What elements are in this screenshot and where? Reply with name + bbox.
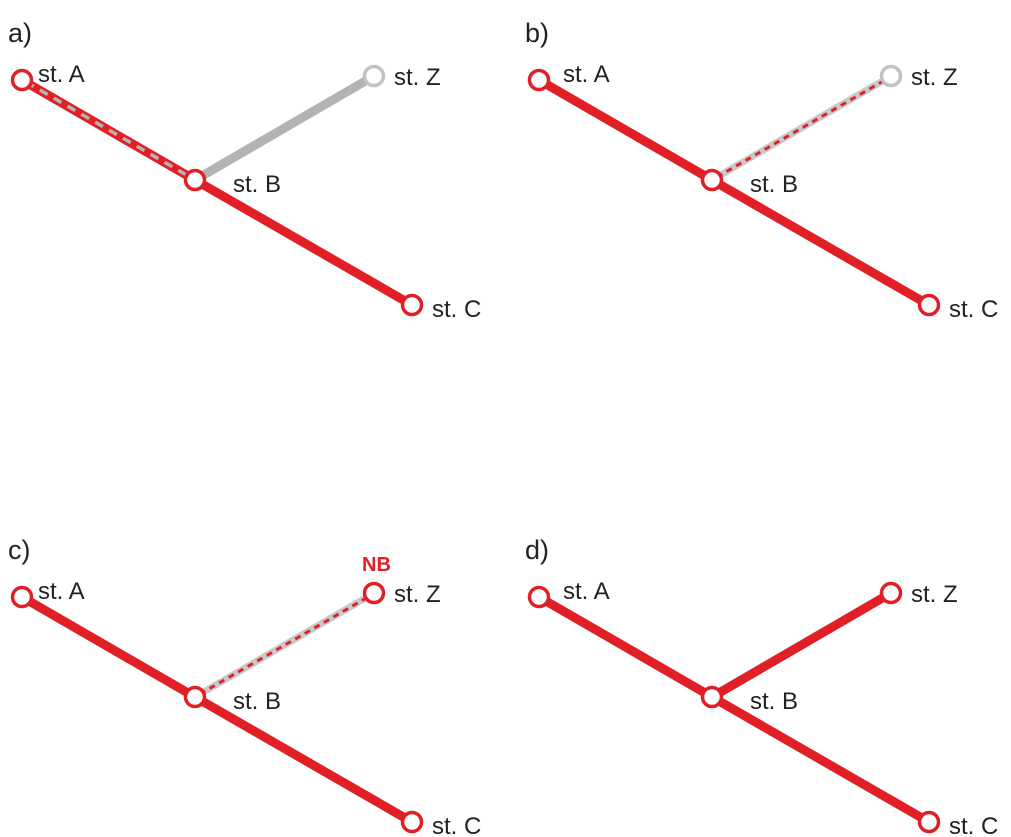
edge-b-c bbox=[190, 175, 417, 310]
edge-b-c bbox=[707, 175, 934, 310]
station-a-label: st. A bbox=[38, 578, 85, 605]
station-b-label: st. B bbox=[233, 171, 281, 198]
station-z-node bbox=[879, 581, 903, 605]
station-b-label: st. B bbox=[233, 688, 281, 715]
panel-b: b) st. A st. B st. C st. Z bbox=[525, 18, 998, 323]
station-z-node bbox=[879, 64, 903, 88]
station-c-node bbox=[400, 810, 424, 834]
edge-b-z bbox=[707, 588, 896, 702]
station-z-label: st. Z bbox=[911, 64, 958, 91]
station-a-node bbox=[527, 68, 551, 92]
station-z-node bbox=[362, 581, 386, 605]
station-c-node bbox=[917, 293, 941, 317]
station-z-node bbox=[362, 64, 386, 88]
station-b-node bbox=[700, 685, 724, 709]
station-z-label: st. Z bbox=[394, 64, 441, 91]
station-c-label: st. C bbox=[949, 813, 998, 837]
station-b-node bbox=[183, 168, 207, 192]
station-a-node bbox=[10, 68, 34, 92]
station-a-node bbox=[10, 585, 34, 609]
station-c-label: st. C bbox=[432, 296, 481, 323]
station-a-label: st. A bbox=[563, 61, 610, 88]
edge-b-c bbox=[707, 692, 934, 827]
station-a-label: st. A bbox=[563, 578, 610, 605]
panel-label: b) bbox=[525, 18, 549, 48]
station-a-label: st. A bbox=[38, 61, 85, 88]
panel-c: c) NB st. A st. B st. C st. Z bbox=[8, 535, 481, 837]
station-z-label: st. Z bbox=[911, 581, 958, 608]
edge-a-b bbox=[17, 592, 200, 702]
nb-annotation: NB bbox=[362, 554, 391, 576]
panel-a: a) st. A st. B st. C st. Z bbox=[8, 18, 481, 323]
station-a-node bbox=[527, 585, 551, 609]
panel-label: d) bbox=[525, 535, 549, 565]
station-c-label: st. C bbox=[432, 813, 481, 837]
panel-d: d) st. A st. B st. C st. Z bbox=[525, 535, 998, 837]
edge-b-z bbox=[190, 71, 379, 185]
station-b-label: st. B bbox=[750, 688, 798, 715]
panel-label: c) bbox=[8, 535, 31, 565]
panel-label: a) bbox=[8, 18, 32, 48]
station-b-node bbox=[183, 685, 207, 709]
station-z-label: st. Z bbox=[394, 581, 441, 608]
station-b-label: st. B bbox=[750, 171, 798, 198]
station-c-node bbox=[400, 293, 424, 317]
edge-a-b bbox=[534, 592, 717, 702]
station-b-node bbox=[700, 168, 724, 192]
edge-a-b bbox=[534, 75, 717, 185]
edge-b-c bbox=[190, 692, 417, 827]
station-c-node bbox=[917, 810, 941, 834]
station-c-label: st. C bbox=[949, 296, 998, 323]
